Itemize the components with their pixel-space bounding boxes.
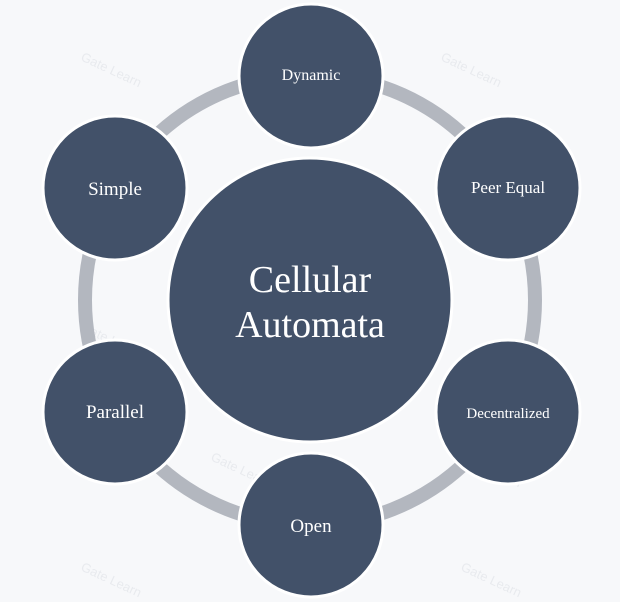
node-decentralized: Decentralized (434, 338, 582, 486)
node-circle (434, 114, 582, 262)
node-parallel: Parallel (41, 338, 189, 486)
center-node: Cellular Automata (166, 156, 454, 444)
node-circle (237, 451, 385, 599)
node-label-dynamic: Dynamic (282, 67, 341, 84)
node-peer-equal: Peer Equal (434, 114, 582, 262)
node-label-open: Open (290, 516, 332, 537)
node-label-peer-equal: Peer Equal (471, 178, 545, 197)
node-dynamic: Dynamic (237, 2, 385, 150)
watermark: Gate Learn (79, 49, 144, 90)
node-open: Open (237, 451, 385, 599)
watermark: Gate Learn (439, 49, 504, 90)
node-label-parallel: Parallel (86, 402, 144, 423)
center-title-line2: Automata (235, 304, 385, 346)
watermark: Gate Learn (79, 559, 144, 600)
node-circle (41, 338, 189, 486)
node-circle (41, 114, 189, 262)
node-simple: Simple (41, 114, 189, 262)
node-circle (434, 338, 582, 486)
watermark: Gate Learn (459, 559, 524, 600)
node-label-decentralized: Decentralized (466, 406, 550, 422)
center-title-line1: Cellular (249, 259, 372, 301)
node-label-simple: Simple (88, 179, 142, 200)
center-circle (166, 156, 454, 444)
node-circle (237, 2, 385, 150)
